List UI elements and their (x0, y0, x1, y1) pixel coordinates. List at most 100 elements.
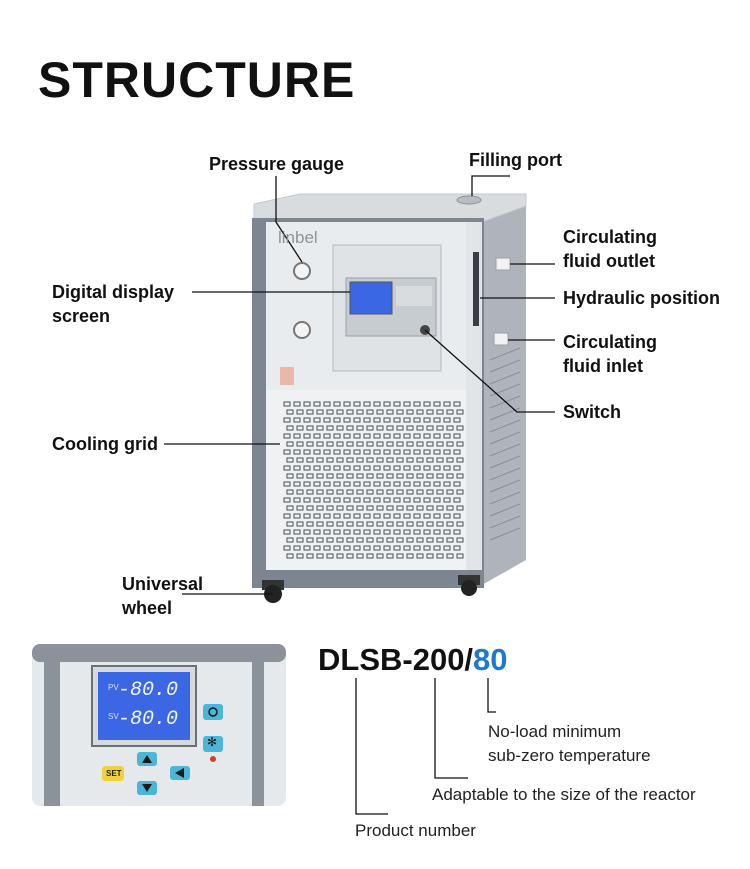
grid-cell (443, 481, 451, 487)
cooling-button[interactable] (203, 736, 223, 752)
grid-cell (303, 417, 311, 423)
grid-cell (323, 545, 331, 551)
grid-cell (386, 489, 394, 495)
grid-cell (346, 505, 354, 511)
grid-cell (416, 553, 424, 559)
grid-cell (426, 537, 434, 543)
grid-cell (373, 449, 381, 455)
leader-switch (424, 329, 555, 413)
grid-cell (413, 545, 421, 551)
label-hydraulic: Hydraulic position (563, 288, 721, 308)
grid-cell (353, 481, 361, 487)
grid-cell (416, 441, 424, 447)
sv-value: -80.0 (118, 708, 179, 731)
grid-cell (443, 417, 451, 423)
grid-cell (456, 553, 464, 559)
grid-cell (413, 513, 421, 519)
grid-cell (326, 457, 334, 463)
grid-cell (403, 481, 411, 487)
grid-cell (353, 417, 361, 423)
grid-cell (343, 417, 351, 423)
grid-cell (283, 545, 291, 551)
grid-cell (356, 409, 364, 415)
grid-cell (296, 489, 304, 495)
grid-cell (323, 417, 331, 423)
grid-cell (336, 521, 344, 527)
label-inlet-line1: Circulating (563, 332, 658, 352)
grid-cell (346, 521, 354, 527)
grid-cell (413, 433, 421, 439)
grid-cell (373, 545, 381, 551)
label-outlet-line2: fluid outlet (563, 251, 655, 271)
grid-cell (436, 425, 444, 431)
grid-cell (416, 473, 424, 479)
grid-cell (443, 449, 451, 455)
grid-cell (403, 465, 411, 471)
annotation-product: Product number (355, 821, 476, 840)
grid-cell (286, 489, 294, 495)
grid-cell (293, 401, 301, 407)
grid-cell (326, 553, 334, 559)
grid-cell (406, 441, 414, 447)
grid-cell (323, 513, 331, 519)
grid-cell (386, 425, 394, 431)
grid-cell (366, 521, 374, 527)
annotation-temp-line1: No-load minimum (488, 722, 622, 741)
mini-screen (349, 281, 393, 315)
grid-cell (376, 425, 384, 431)
grid-cell (426, 441, 434, 447)
grid-cell (383, 401, 391, 407)
wheel-right (461, 580, 477, 596)
grid-cell (366, 473, 374, 479)
circulate-button[interactable] (203, 704, 223, 720)
grid-cell (423, 513, 431, 519)
grid-cell (333, 529, 341, 535)
grid-cell (446, 521, 454, 527)
grid-cell (383, 449, 391, 455)
grid-cell (456, 425, 464, 431)
grid-cell (323, 529, 331, 535)
grid-cell (333, 497, 341, 503)
grid-cell (333, 417, 341, 423)
snowflake-icon: ✻ (207, 735, 218, 749)
grid-cell (393, 465, 401, 471)
grid-cell (406, 489, 414, 495)
left-arrow-icon (175, 768, 184, 778)
grid-cell (353, 401, 361, 407)
grid-cell (413, 497, 421, 503)
grid-cell (456, 473, 464, 479)
grid-cell (316, 441, 324, 447)
grid-cell (373, 433, 381, 439)
grid-cell (443, 433, 451, 439)
grid-cell (296, 473, 304, 479)
set-button[interactable] (102, 766, 124, 781)
grid-cell (313, 401, 321, 407)
grid-cell (453, 433, 461, 439)
grid-cell (363, 513, 371, 519)
grid-cell (453, 449, 461, 455)
grid-cell (403, 529, 411, 535)
circulate-icon (208, 707, 218, 717)
grid-cell (316, 489, 324, 495)
grid-cell (426, 553, 434, 559)
grid-cell (403, 513, 411, 519)
grid-cell (453, 417, 461, 423)
grid-cell (366, 537, 374, 543)
grid-cell (443, 401, 451, 407)
grid-cell (423, 417, 431, 423)
model-prefix: DLSB-200/ (318, 642, 474, 677)
grid-cell (366, 441, 374, 447)
pressure-gauge-1 (293, 262, 311, 280)
grid-cell (346, 553, 354, 559)
grid-cell (403, 417, 411, 423)
grid-cell (343, 481, 351, 487)
grid-cell (406, 457, 414, 463)
grid-cell (363, 401, 371, 407)
grid-cell (346, 425, 354, 431)
grid-cell (436, 553, 444, 559)
grid-cell (376, 409, 384, 415)
grid-cell (326, 537, 334, 543)
grid-cell (323, 433, 331, 439)
grid-cell (336, 457, 344, 463)
grid-cell (346, 441, 354, 447)
